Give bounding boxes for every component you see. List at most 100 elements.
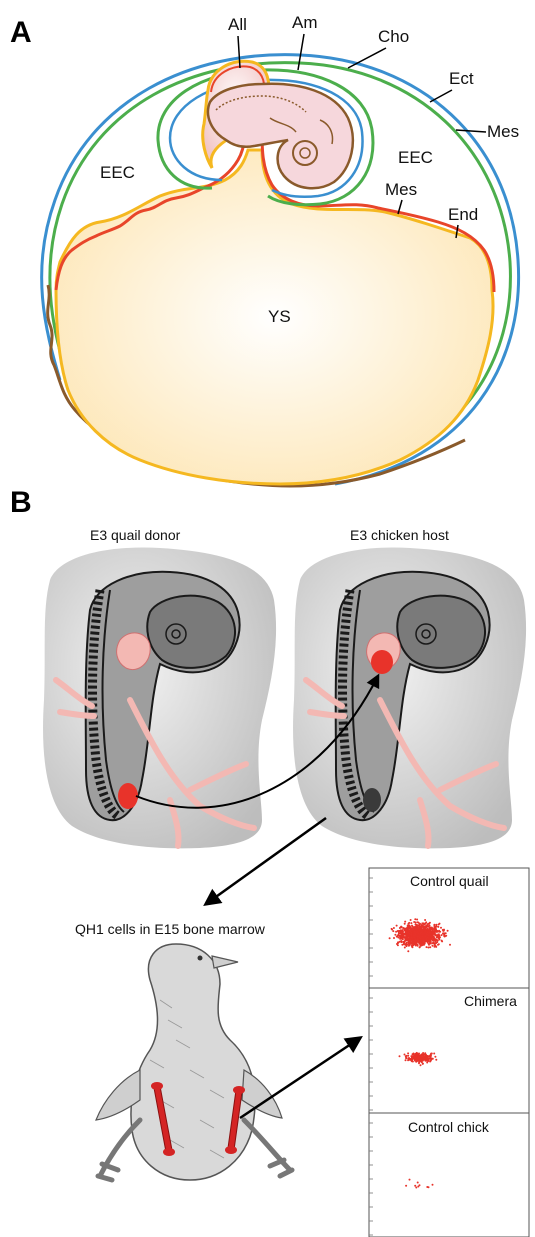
facs-dot bbox=[405, 1059, 407, 1061]
facs-dot bbox=[410, 934, 412, 936]
facs-dot bbox=[420, 1054, 422, 1056]
label-end: End bbox=[448, 205, 478, 224]
facs-dot bbox=[408, 925, 410, 927]
facs-dot bbox=[393, 927, 395, 929]
label-am: Am bbox=[292, 13, 318, 32]
facs-dot bbox=[405, 944, 407, 946]
facs-dot bbox=[444, 935, 446, 937]
facs-dot bbox=[407, 1052, 409, 1054]
facs-dot bbox=[407, 927, 409, 929]
facs-dot bbox=[449, 944, 451, 946]
facs-dot bbox=[410, 1055, 412, 1057]
facs-panels: Control quail Chimera Control chick bbox=[369, 868, 529, 1237]
facs-dot bbox=[410, 919, 412, 921]
facs-dot bbox=[441, 934, 443, 936]
facs-dot bbox=[424, 919, 426, 921]
panel-a-letter: A bbox=[10, 16, 32, 49]
facs-dot bbox=[399, 1055, 401, 1057]
facs-label-chimera: Chimera bbox=[464, 993, 517, 1009]
facs-dot bbox=[414, 918, 416, 920]
facs-dot bbox=[440, 927, 442, 929]
facs-dot bbox=[430, 1059, 432, 1061]
facs-dot bbox=[404, 1054, 406, 1056]
facs-dot bbox=[416, 936, 418, 938]
facs-dot bbox=[415, 943, 417, 945]
facs-label-control-chick: Control chick bbox=[408, 1119, 490, 1135]
facs-dot bbox=[417, 945, 419, 947]
label-all: All bbox=[228, 15, 247, 34]
facs-dot bbox=[395, 931, 397, 933]
facs-dot bbox=[438, 924, 440, 926]
facs-dot bbox=[437, 944, 439, 946]
facs-dot bbox=[417, 934, 419, 936]
facs-dot bbox=[410, 922, 412, 924]
chick-beak bbox=[212, 956, 238, 968]
label-ect: Ect bbox=[449, 69, 474, 88]
chick-illustration bbox=[96, 944, 292, 1180]
bone-left-foot bbox=[163, 1148, 175, 1156]
facs-dot bbox=[392, 930, 394, 932]
label-ys: YS bbox=[268, 307, 291, 326]
facs-dot bbox=[414, 933, 416, 935]
facs-dot bbox=[435, 924, 437, 926]
facs-dot bbox=[430, 928, 432, 930]
facs-dot bbox=[435, 930, 437, 932]
facs-dot bbox=[415, 1187, 417, 1189]
facs-dot bbox=[424, 939, 426, 941]
facs-dot bbox=[409, 1179, 411, 1181]
facs-dot bbox=[432, 945, 434, 947]
facs-dot bbox=[422, 937, 424, 939]
facs-dot bbox=[405, 1057, 407, 1059]
panel-a: A All Am Cho Ect Mes EEC EEC Mes End bbox=[10, 13, 519, 486]
facs-dot bbox=[435, 1059, 437, 1061]
facs-dot bbox=[411, 925, 413, 927]
facs-dot bbox=[396, 925, 398, 927]
host-embryo bbox=[293, 547, 526, 848]
facs-dot bbox=[429, 922, 431, 924]
donor-heart bbox=[117, 633, 151, 670]
facs-dot bbox=[432, 932, 434, 934]
facs-dot bbox=[414, 1185, 416, 1187]
facs-dot bbox=[399, 927, 401, 929]
facs-dot bbox=[394, 934, 396, 936]
host-head bbox=[397, 596, 485, 668]
facs-dot bbox=[397, 944, 399, 946]
facs-dot bbox=[419, 946, 421, 948]
facs-dot bbox=[418, 1055, 420, 1057]
facs-dot bbox=[416, 1060, 418, 1062]
facs-dot bbox=[426, 946, 428, 948]
facs-dot bbox=[423, 1054, 425, 1056]
facs-dot bbox=[391, 929, 393, 931]
facs-dot bbox=[436, 925, 438, 927]
facs-dot bbox=[427, 936, 429, 938]
facs-dot bbox=[414, 938, 416, 940]
facs-dot bbox=[413, 936, 415, 938]
chick-leg-right bbox=[244, 1120, 292, 1176]
facs-dot bbox=[429, 942, 431, 944]
facs-dot bbox=[430, 933, 432, 935]
facs-dot bbox=[422, 941, 424, 943]
facs-dot bbox=[428, 1186, 430, 1188]
facs-dot bbox=[419, 938, 421, 940]
facs-dot bbox=[415, 927, 417, 929]
facs-dot bbox=[397, 935, 399, 937]
chick-eye bbox=[198, 956, 203, 961]
facs-dot bbox=[434, 926, 436, 928]
facs-dot bbox=[407, 950, 409, 952]
facs-dot bbox=[427, 931, 429, 933]
facs-dot bbox=[428, 947, 430, 949]
facs-dot bbox=[400, 934, 402, 936]
facs-dot bbox=[422, 1057, 424, 1059]
facs-dot bbox=[424, 942, 426, 944]
facs-dot bbox=[421, 928, 423, 930]
facs-dot bbox=[443, 933, 445, 935]
facs-dot bbox=[404, 947, 406, 949]
bone-marrow-label: QH1 cells in E15 bone marrow bbox=[75, 921, 266, 937]
facs-dot bbox=[405, 930, 407, 932]
facs-dot bbox=[422, 933, 424, 935]
panel-b-letter: B bbox=[10, 486, 32, 519]
facs-dot bbox=[409, 942, 411, 944]
facs-dot bbox=[425, 936, 427, 938]
facs-dot bbox=[417, 1182, 419, 1184]
